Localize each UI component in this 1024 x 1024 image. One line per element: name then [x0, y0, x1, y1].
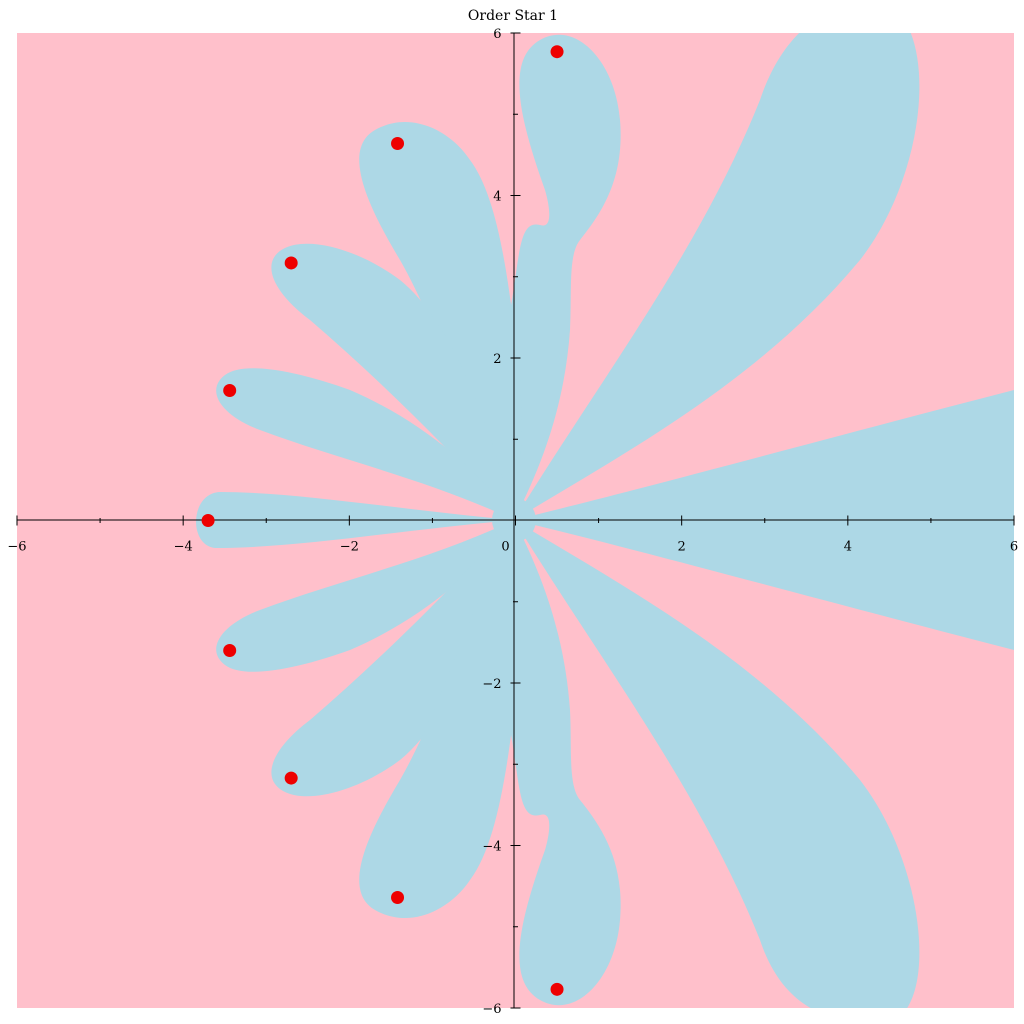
pole-point — [550, 45, 564, 59]
y-tick-label: 4 — [493, 190, 501, 205]
petal-top — [504, 34, 621, 520]
y-tick-label: 2 — [493, 352, 501, 367]
y-tick-label: −4 — [482, 840, 501, 855]
petal-bottom — [504, 520, 621, 1006]
chart-title: Order Star 1 — [468, 8, 558, 24]
inside-region-group — [196, 33, 1014, 1008]
petal-lower-left-1 — [359, 520, 522, 919]
y-tick-label: −6 — [482, 1002, 501, 1017]
petal-lower-right — [514, 520, 920, 1008]
petal-upper-left-3 — [216, 368, 515, 520]
petal-upper-left-2 — [271, 243, 514, 520]
pole-point — [284, 771, 298, 785]
axis-ticks — [16, 32, 1015, 1009]
pole-point — [223, 384, 237, 397]
axis-tick-labels: −6 −4 −2 0 2 4 6 −6 −4 −2 2 4 6 — [7, 27, 1018, 1017]
x-tick-label: 4 — [844, 540, 852, 555]
x-tick-label: −2 — [340, 540, 359, 555]
petal-upper-right — [514, 33, 920, 520]
y-tick-label: −2 — [482, 677, 501, 692]
pole-point — [550, 982, 564, 996]
pole-point — [284, 256, 298, 270]
pole-points — [201, 45, 564, 996]
pole-point — [201, 514, 215, 527]
y-tick-label: 6 — [493, 27, 501, 42]
x-tick-label: 2 — [678, 540, 686, 555]
x-tick-label: 6 — [1010, 540, 1018, 555]
pole-point — [223, 644, 237, 657]
pole-point — [391, 891, 405, 904]
x-tick-label: −6 — [7, 540, 26, 555]
x-tick-label: −4 — [174, 540, 193, 555]
x-tick-label: 0 — [501, 540, 509, 555]
pole-point — [391, 137, 405, 150]
petal-lower-left-2 — [271, 520, 514, 797]
petal-lower-left-3 — [216, 520, 515, 672]
